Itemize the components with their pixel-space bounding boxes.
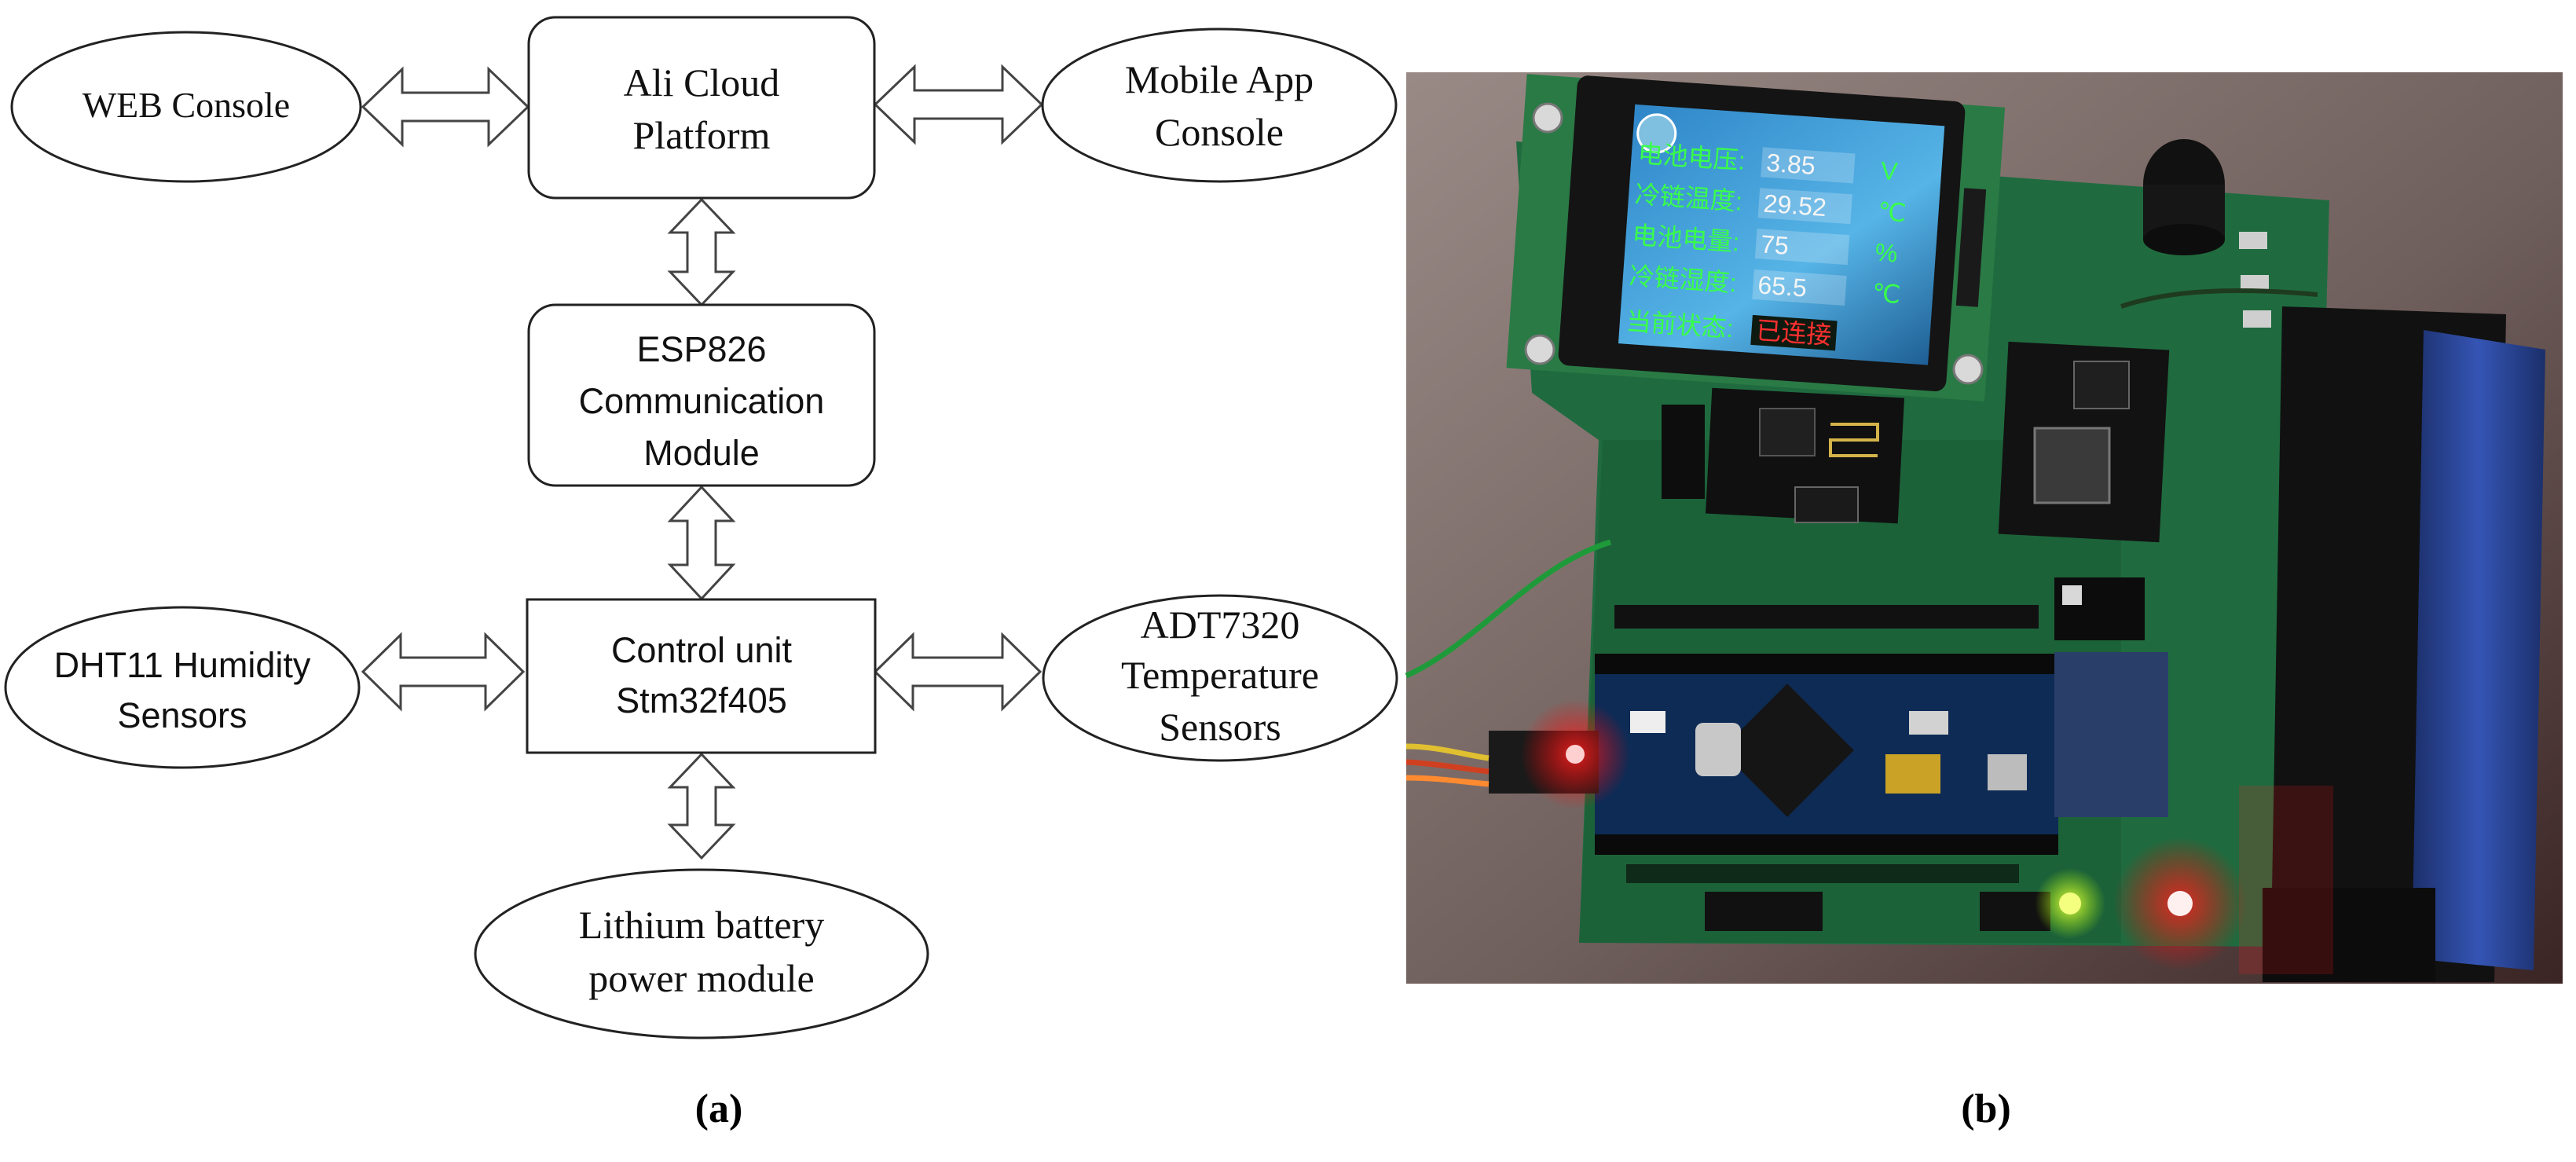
lcd-row-value: 29.52: [1763, 189, 1827, 222]
ali-cloud-label-1: Ali Cloud: [624, 60, 780, 104]
lcd-row-value: 75: [1760, 229, 1790, 259]
node-dht11: [4, 606, 361, 769]
node-battery: [474, 868, 929, 1039]
dht-label-2: Sensors: [117, 695, 247, 735]
ali-cloud-label-2: Platform: [633, 113, 771, 157]
arrow-cloud-esp: [667, 197, 736, 307]
lcd-row-unit: ℃: [1871, 279, 1901, 309]
caption-a: (a): [695, 1087, 743, 1131]
lcd-logo-icon: [1636, 113, 1677, 154]
arrow-esp-control: [667, 485, 736, 601]
battery-label-1: Lithium battery: [579, 903, 824, 947]
esp-label-3: Module: [643, 433, 760, 473]
arrow-cloud-mobile: [873, 64, 1044, 145]
relay-module: [2054, 652, 2168, 817]
adt-label-1: ADT7320: [1141, 603, 1300, 647]
node-ali-cloud: [527, 16, 876, 200]
adt-label-3: Sensors: [1159, 705, 1281, 749]
mobile-app-label-1: Mobile App: [1125, 57, 1314, 101]
node-control-unit: [526, 598, 877, 754]
lcd-status-value: 已连接: [1755, 316, 1832, 350]
led-yellow: [2059, 893, 2081, 915]
battery-label-2: power module: [588, 956, 814, 1000]
block-diagram: WEB Console Ali Cloud Platform Mobile Ap…: [4, 16, 1398, 1131]
dht-label-1: DHT11 Humidity: [54, 645, 311, 685]
control-label-1: Control unit: [611, 630, 793, 670]
esp-label-1: ESP826: [636, 329, 766, 369]
node-web-console: [10, 31, 362, 183]
esp-module: [1662, 387, 1905, 524]
lcd-screen: [1618, 104, 1945, 365]
lcd-row-value: 3.85: [1765, 148, 1816, 180]
caption-b: (b): [1961, 1087, 2011, 1131]
arrow-web-cloud: [361, 66, 530, 148]
dcdc-module: [1998, 341, 2170, 543]
lcd-row-unit: V: [1880, 156, 1899, 185]
battery-holder: [2263, 306, 2545, 982]
lcd-value-box: [1754, 229, 1850, 266]
lcd-row-unit: ℃: [1877, 197, 1907, 227]
battery-cell: [2412, 330, 2545, 970]
arrow-control-battery: [667, 752, 736, 860]
node-esp826: [527, 303, 876, 487]
stm32-board: [1595, 654, 2058, 855]
lcd-row-unit: %: [1874, 238, 1899, 268]
web-console-label: WEB Console: [82, 85, 290, 125]
led-red-1: [1566, 745, 1585, 764]
mobile-app-label-2: Console: [1155, 110, 1284, 154]
esp-label-2: Communication: [579, 381, 825, 421]
adt-label-2: Temperature: [1121, 653, 1319, 697]
node-adt7320: [1042, 594, 1398, 762]
control-label-2: Stm32f405: [616, 680, 787, 720]
lcd-value-box: [1757, 188, 1852, 225]
arrow-control-adt: [873, 632, 1042, 712]
node-mobile-app: [1041, 27, 1398, 183]
arrow-dht-control: [361, 632, 526, 712]
lcd-value-box: [1761, 147, 1856, 184]
lcd-row-value: 65.5: [1757, 270, 1808, 302]
led-red-2: [2167, 891, 2193, 916]
lcd-value-box: [1752, 269, 1847, 306]
